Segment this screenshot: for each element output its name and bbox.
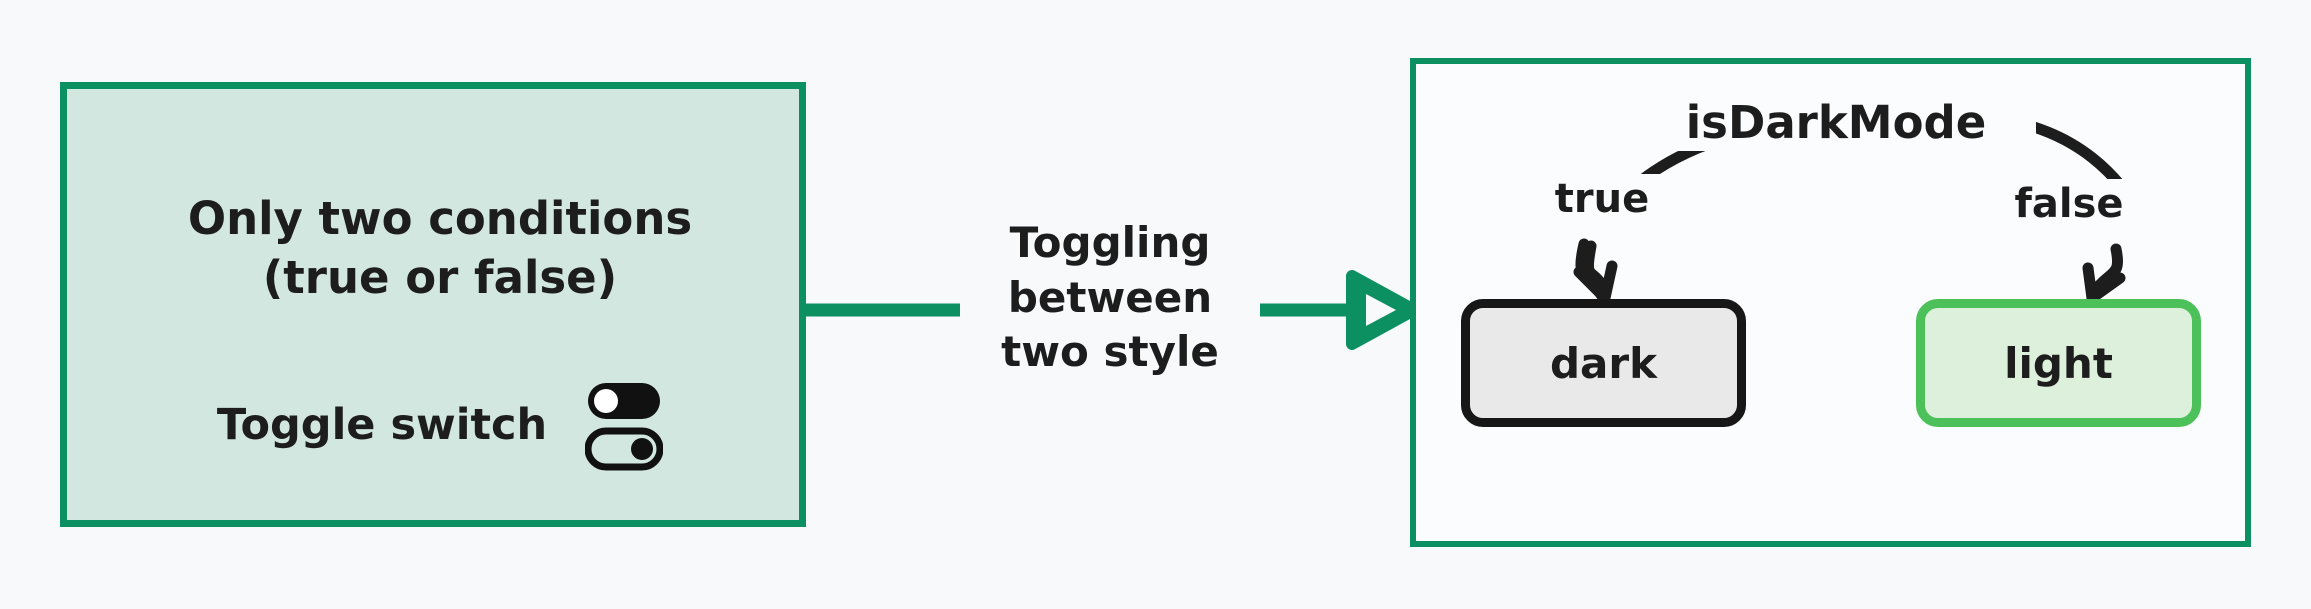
dark-mode-box[interactable]: dark xyxy=(1461,299,1746,427)
connector-label: Toggling between two style xyxy=(960,212,1260,384)
conditions-panel: Only two conditions (true or false) Togg… xyxy=(60,82,806,527)
toggle-switch-icon[interactable] xyxy=(585,379,664,471)
toggle-switch-label: Toggle switch xyxy=(216,400,548,450)
arrow-false-to-light xyxy=(2082,243,2126,304)
connector-label-line1: Toggling xyxy=(1009,218,1211,267)
arrow-true-to-dark xyxy=(1573,238,1618,304)
darkmode-branch-panel: isDarkMode true false dark light xyxy=(1410,58,2251,547)
conditions-heading: Only two conditions (true or false) xyxy=(67,189,813,308)
conditions-heading-line2: (true or false) xyxy=(262,251,618,305)
toggle-switch-row: Toggle switch xyxy=(67,379,813,471)
conditions-heading-line1: Only two conditions xyxy=(187,192,693,245)
light-mode-box[interactable]: light xyxy=(1916,299,2201,427)
connector-arrowhead xyxy=(1346,270,1420,350)
connector-label-line3: two style xyxy=(1001,327,1219,377)
branch-label-false: false xyxy=(1986,179,2152,229)
branch-label-true: true xyxy=(1524,174,1680,224)
connector-label-line2: between xyxy=(1007,272,1213,322)
isdarkmode-variable-label: isDarkMode xyxy=(1636,94,2036,151)
